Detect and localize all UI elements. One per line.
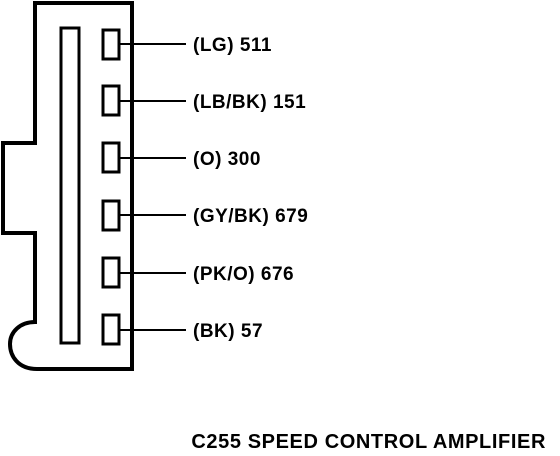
pin-5-label: (PK/O) 676	[193, 264, 294, 285]
pin-5: (PK/O) 676	[101, 256, 294, 289]
pin-6: (BK) 57	[101, 313, 263, 346]
connector-lock-slot	[59, 26, 81, 345]
pin-5-terminal	[101, 256, 121, 289]
pin-4-terminal	[101, 199, 121, 232]
pin-4: (GY/BK) 679	[101, 199, 308, 232]
pin-3-label: (O) 300	[193, 149, 261, 170]
pin-4-label: (GY/BK) 679	[193, 206, 308, 227]
pin-2-label: (LB/BK) 151	[193, 92, 306, 113]
pin-1-terminal	[101, 28, 121, 61]
pin-3-terminal	[101, 141, 121, 174]
connector-housing	[1, 1, 134, 371]
pin-3: (O) 300	[101, 141, 261, 174]
pin-6-label: (BK) 57	[193, 321, 263, 342]
pin-1-label: (LG) 511	[193, 35, 272, 56]
connector-caption: C255 SPEED CONTROL AMPLIFIER	[191, 431, 546, 453]
pin-1: (LG) 511	[101, 28, 272, 61]
pin-2: (LB/BK) 151	[101, 84, 306, 117]
pin-2-terminal	[101, 84, 121, 117]
pin-6-terminal	[101, 313, 121, 346]
